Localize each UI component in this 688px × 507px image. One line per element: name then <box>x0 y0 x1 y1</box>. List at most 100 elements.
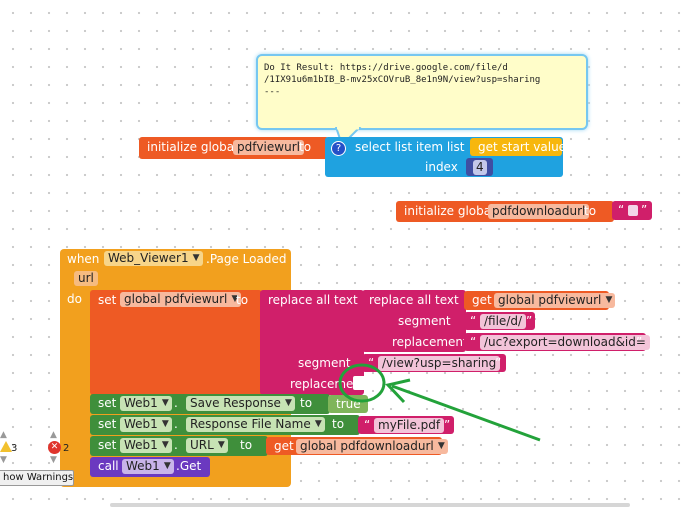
error-x-icon: ✕ <box>48 441 61 454</box>
set-global-pdfviewurl-block[interactable]: set global pdfviewurl▼ to <box>90 290 262 395</box>
text-file-d-block[interactable]: “ /file/d/ ” <box>464 312 535 330</box>
do-it-result-text: Do It Result: https://drive.google.com/f… <box>264 63 541 97</box>
get-label: get <box>472 293 492 307</box>
chevron-down-icon: ▼ <box>161 398 169 408</box>
set-web1-save-response-block[interactable]: set Web1▼ . Save Response▼ to <box>90 394 330 414</box>
mutator-info-icon[interactable]: ? <box>331 141 346 156</box>
chevron-down-icon: ▼ <box>161 419 169 429</box>
component-web1-dropdown[interactable]: Web1▼ <box>120 396 172 411</box>
set-label-2: set <box>98 396 117 410</box>
when-label: when <box>67 252 100 266</box>
property-url-dropdown[interactable]: URL▼ <box>186 438 228 453</box>
text-view-usp-field[interactable]: /view?usp=sharing <box>378 356 501 371</box>
set-to-label: to <box>236 293 249 307</box>
set-var-dropdown[interactable]: global pdfviewurl▼ <box>120 292 242 307</box>
text-file-d-field[interactable]: /file/d/ <box>480 314 527 329</box>
quote-close-icon: ” <box>526 314 533 328</box>
get-start-value-block[interactable]: get start value <box>470 138 566 156</box>
chevron-down-icon: ▼ <box>163 461 171 471</box>
replace-all-text-inner-block[interactable]: replace all text segment replacement <box>362 290 468 352</box>
component-web1-dropdown[interactable]: Web1▼ <box>122 459 174 474</box>
text-view-usp-block[interactable]: “ /view?usp=sharing ” <box>362 354 506 372</box>
chevron-down-icon: ▼ <box>284 398 292 408</box>
param-url[interactable]: url <box>74 271 98 286</box>
quote-open-icon: “ <box>368 356 375 370</box>
get-global-pdfdownloadurl-block[interactable]: get global pdfdownloadurl▼ <box>266 437 448 455</box>
var-name-pdfviewurl[interactable]: pdfviewurl <box>233 140 304 155</box>
set-to-label-4: to <box>240 438 253 452</box>
event-name-label: .Page Loaded <box>206 252 287 266</box>
property-save-response-dropdown[interactable]: Save Response▼ <box>186 396 295 411</box>
component-web1-dropdown[interactable]: Web1▼ <box>120 417 172 432</box>
replacement-outer-label: replacement <box>290 377 366 391</box>
set-to-label-2: to <box>300 396 313 410</box>
empty-replacement-socket[interactable] <box>353 376 365 390</box>
error-down-arrow-icon[interactable]: ▼ <box>50 455 57 465</box>
quote-open-icon: “ <box>364 418 371 432</box>
set-label-4: set <box>98 438 117 452</box>
text-uc-export-field[interactable]: /uc?export=download&id= <box>480 335 650 350</box>
horizontal-scrollbar[interactable] <box>110 503 630 507</box>
quote-close-icon: ” <box>636 335 643 349</box>
get-global-pdfviewurl-block[interactable]: get global pdfviewurl▼ <box>464 291 616 310</box>
warning-up-arrow-icon[interactable]: ▲ <box>0 430 7 440</box>
warning-triangle-icon <box>0 441 12 452</box>
property-response-file-name-dropdown[interactable]: Response File Name▼ <box>186 417 325 432</box>
dot-separator: . <box>174 438 178 452</box>
error-up-arrow-icon[interactable]: ▲ <box>50 430 57 440</box>
set-web1-url-block[interactable]: set Web1▼ . URL▼ to <box>90 436 268 456</box>
select-list-item-label: select list item list <box>355 140 465 154</box>
quote-close-icon: ” <box>444 418 451 432</box>
show-warnings-button[interactable]: how Warnings <box>0 470 74 486</box>
quote-open-icon: “ <box>470 314 477 328</box>
dot-separator: . <box>174 396 178 410</box>
get-var-dropdown[interactable]: global pdfviewurl▼ <box>494 293 616 308</box>
method-get-label: .Get <box>176 459 202 473</box>
call-label: call <box>98 459 119 473</box>
chevron-down-icon: ▼ <box>231 294 239 304</box>
init-global-pdfviewurl-block[interactable]: initialize global pdfviewurl to <box>139 137 329 159</box>
text-myfile-pdf-block[interactable]: “ myFile.pdf ” <box>358 416 454 434</box>
component-web-viewer1-dropdown[interactable]: Web_Viewer1▼ <box>104 251 203 266</box>
quote-close-icon: ” <box>495 356 502 370</box>
do-label: do <box>67 292 82 306</box>
show-warnings-label: how Warnings <box>3 472 74 483</box>
chevron-down-icon: ▼ <box>605 295 613 305</box>
segment-inner-label: segment <box>398 314 451 328</box>
replace-all-text-outer-block[interactable]: replace all text segment replacement <box>260 290 366 395</box>
index-number-field[interactable]: 4 <box>473 160 487 175</box>
init-global-pdfdownloadurl-block[interactable]: initialize global pdfdownloadurl to <box>396 201 614 222</box>
component-web1-dropdown[interactable]: Web1▼ <box>120 438 172 453</box>
quote-open-icon: “ <box>470 335 477 349</box>
empty-string-field[interactable] <box>628 205 638 216</box>
segment-outer-label: segment <box>298 356 351 370</box>
chevron-down-icon: ▼ <box>314 419 322 429</box>
init-global-label-2: initialize global <box>404 204 495 218</box>
init-to-label-2: to <box>584 204 597 218</box>
set-label-3: set <box>98 417 117 431</box>
warning-down-arrow-icon[interactable]: ▼ <box>0 455 7 465</box>
set-web1-response-file-name-block[interactable]: set Web1▼ . Response File Name▼ to <box>90 415 360 435</box>
replace-inner-label: replace all text <box>369 293 459 307</box>
index-label: index <box>425 160 458 174</box>
set-label: set <box>98 293 117 307</box>
replace-outer-label: replace all text <box>268 293 358 307</box>
init-global-label: initialize global <box>147 140 238 154</box>
chevron-down-icon: ▼ <box>161 440 169 450</box>
quote-open-icon: “ <box>618 203 625 217</box>
chevron-down-icon: ▼ <box>437 441 445 451</box>
do-it-result-tooltip: Do It Result: https://drive.google.com/f… <box>256 54 588 130</box>
get-var-dropdown-2[interactable]: global pdfdownloadurl▼ <box>296 439 448 454</box>
quote-close-icon: ” <box>641 203 648 217</box>
index-number-block[interactable]: 4 <box>466 158 493 176</box>
warnings-toggle-group: ▲ 3 ▼ ▲ ✕ 2 ▼ <box>0 430 80 490</box>
replacement-inner-label: replacement <box>392 335 468 349</box>
var-name-pdfdownloadurl[interactable]: pdfdownloadurl <box>488 204 590 219</box>
dot-separator: . <box>174 417 178 431</box>
chevron-down-icon: ▼ <box>192 253 200 263</box>
call-web1-get-block[interactable]: call Web1▼ .Get <box>90 457 210 477</box>
text-uc-export-block[interactable]: “ /uc?export=download&id= ” <box>464 333 650 351</box>
text-myfile-pdf-field[interactable]: myFile.pdf <box>374 418 445 433</box>
empty-string-block[interactable]: “ ” <box>612 201 652 220</box>
warning-count: 3 <box>11 443 18 454</box>
